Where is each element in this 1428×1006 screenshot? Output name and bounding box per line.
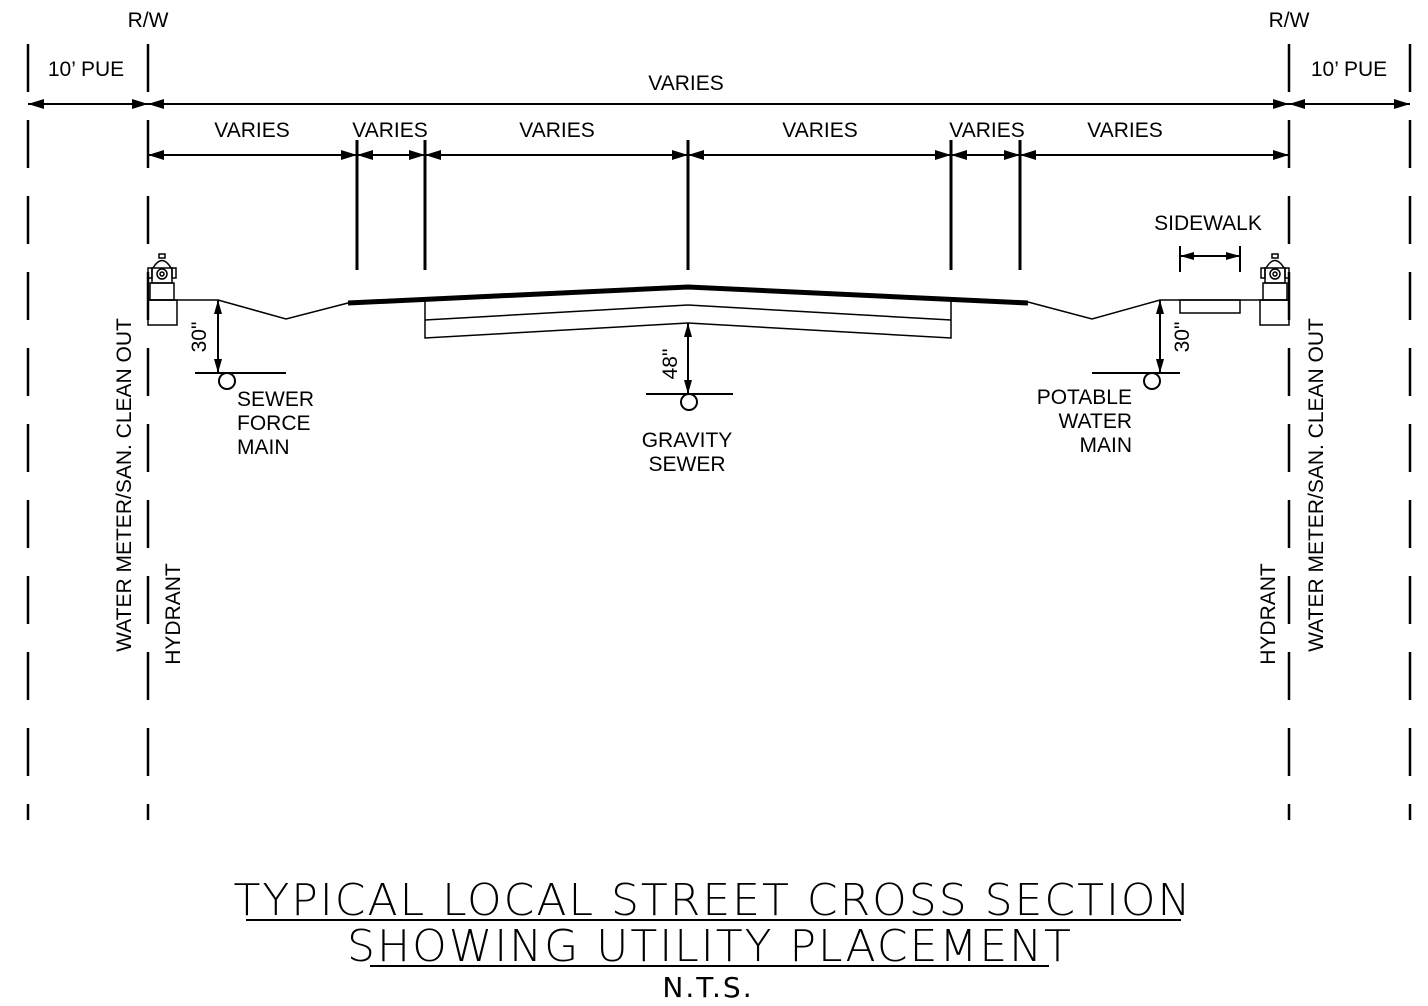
arrowhead [214, 300, 222, 314]
fire-hydrant-icon [1260, 253, 1290, 301]
arrowhead [341, 150, 357, 160]
arrowhead [28, 99, 44, 109]
sidewalk-label: SIDEWALK [1154, 212, 1262, 235]
gravity-sewer-label-line: SEWER [648, 453, 725, 476]
pavement-surface [347, 284, 1029, 306]
arrowhead [1273, 150, 1289, 160]
arrowhead [684, 323, 692, 337]
title-line-1: TYPICAL LOCAL STREET CROSS SECTION [234, 875, 1193, 926]
arrowhead [409, 150, 425, 160]
potable-water-depth-label: 30" [1171, 322, 1194, 353]
sewer-force-main-pipe [218, 372, 236, 390]
scale-note: N.T.S. [662, 971, 753, 1004]
segment-label: VARIES [352, 119, 427, 142]
segment-label: VARIES [949, 119, 1024, 142]
arrowhead [1020, 150, 1036, 160]
sewer-force-label-line: FORCE [237, 412, 311, 435]
left-meter-label: WATER METER/SAN. CLEAN OUT [113, 318, 136, 652]
arrowhead [1156, 300, 1164, 314]
segment-label: VARIES [1087, 119, 1162, 142]
gravity-sewer-depth-label: 48" [659, 349, 682, 380]
sidewalk-slab [1179, 299, 1241, 314]
left-meter-box [147, 299, 178, 326]
left-rw-label: R/W [128, 9, 169, 32]
arrowhead [935, 150, 951, 160]
sewer-force-label-line: MAIN [237, 436, 290, 459]
arrowhead [951, 150, 967, 160]
arrowhead [688, 150, 704, 160]
sewer-force-label-line: SEWER [237, 388, 314, 411]
left-hydrant-label: HYDRANT [162, 563, 185, 665]
arrowhead [672, 150, 688, 160]
arrowhead [132, 99, 148, 109]
left-ground-profile [148, 299, 349, 320]
left-pue-label: 10’ PUE [48, 58, 124, 81]
arrowhead [1289, 99, 1305, 109]
right-meter-label: WATER METER/SAN. CLEAN OUT [1305, 318, 1328, 652]
right-rw-label: R/W [1269, 9, 1310, 32]
segment-label: VARIES [519, 119, 594, 142]
right-meter-box [1259, 299, 1290, 326]
gravity-sewer-label-line: GRAVITY [642, 429, 733, 452]
arrowhead [684, 380, 692, 394]
arrowhead [148, 99, 164, 109]
overall-width-label: VARIES [648, 72, 723, 95]
sewer-force-depth-label: 30" [188, 322, 211, 353]
arrowhead [1226, 252, 1240, 260]
potable-water-label-line: WATER [1059, 410, 1133, 433]
gravity-sewer-pipe [680, 393, 698, 411]
arrowhead [1004, 150, 1020, 160]
segment-label: VARIES [782, 119, 857, 142]
right-hydrant-label: HYDRANT [1257, 563, 1280, 665]
arrowhead [214, 359, 222, 373]
right-pue-label: 10’ PUE [1311, 58, 1387, 81]
title-line-2: SHOWING UTILITY PLACEMENT [347, 921, 1073, 972]
segment-label: VARIES [214, 119, 289, 142]
arrowhead [1180, 252, 1194, 260]
potable-water-main-pipe [1143, 372, 1161, 390]
arrowhead [1156, 359, 1164, 373]
base-course-top-line [687, 304, 952, 321]
base-course-top-line [424, 304, 689, 321]
potable-water-label-line: POTABLE [1037, 386, 1132, 409]
arrowhead [1273, 99, 1289, 109]
arrowhead [425, 150, 441, 160]
arrowhead [1394, 99, 1410, 109]
arrowhead [357, 150, 373, 160]
arrowhead [148, 150, 164, 160]
fire-hydrant-icon [147, 253, 177, 301]
potable-water-label-line: MAIN [1080, 434, 1133, 457]
